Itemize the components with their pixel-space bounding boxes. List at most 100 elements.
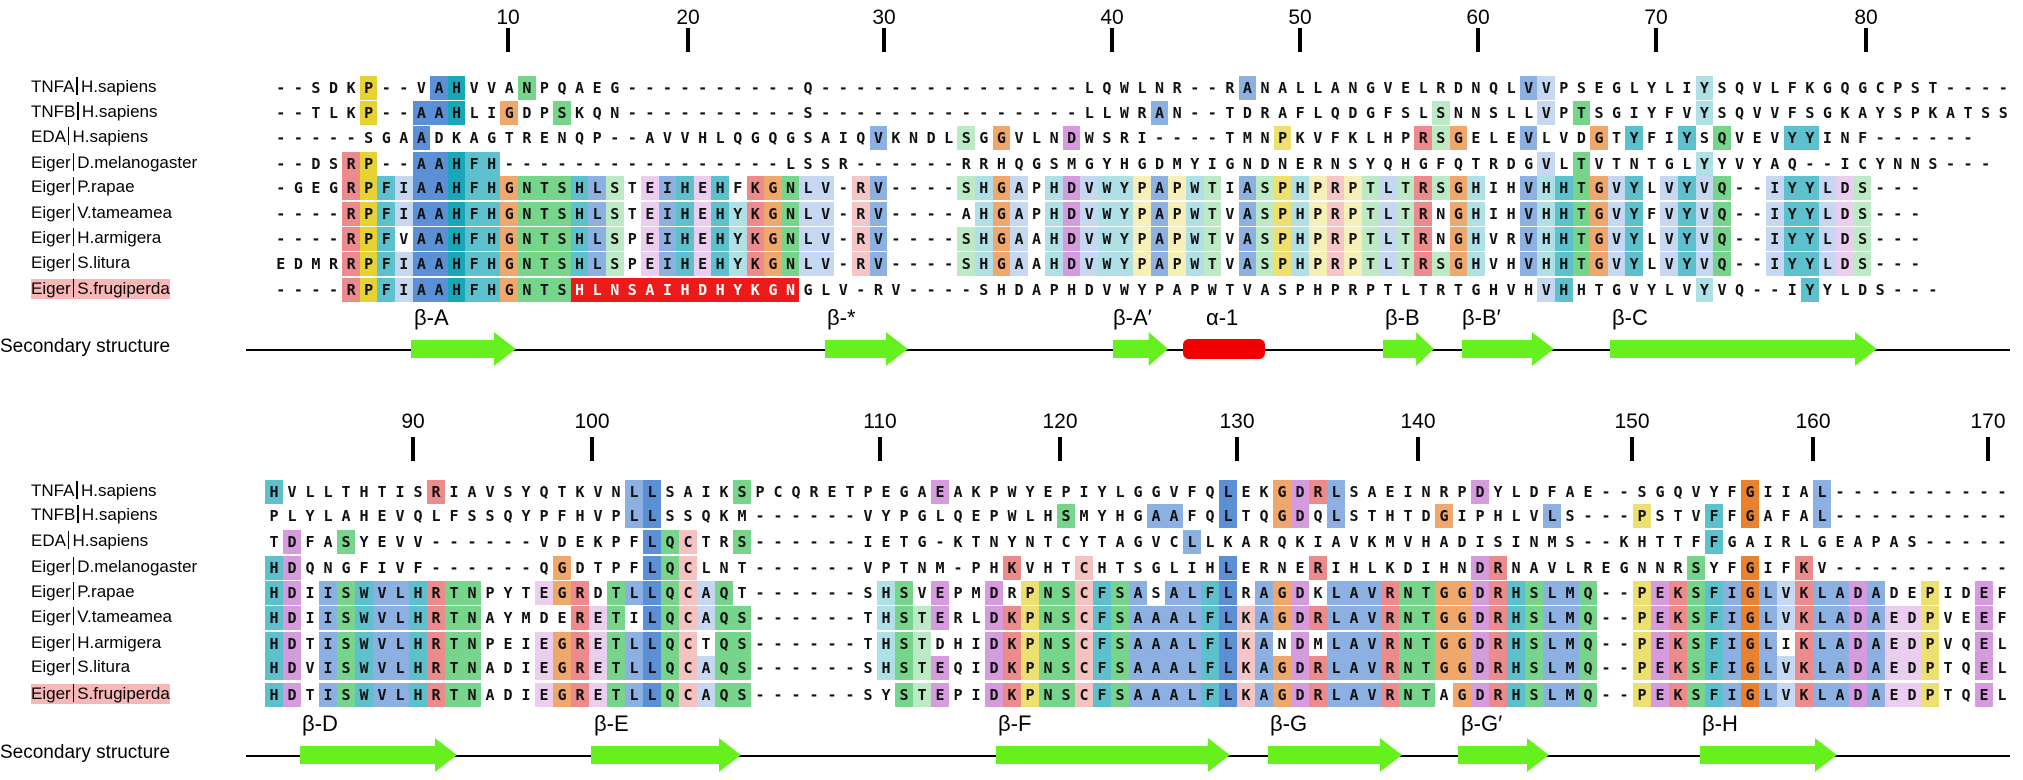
residue: R bbox=[427, 656, 445, 680]
residue: V bbox=[1660, 202, 1679, 226]
residue: F bbox=[1187, 507, 1197, 525]
residue: L bbox=[588, 227, 606, 251]
residue: Q bbox=[539, 559, 549, 577]
residue: A bbox=[1147, 606, 1165, 630]
residue: S bbox=[1488, 104, 1499, 122]
gene-name: Eiger bbox=[31, 253, 71, 272]
residue: I bbox=[319, 581, 337, 605]
residue: - bbox=[1172, 129, 1182, 147]
residue: Y bbox=[359, 533, 369, 551]
residue: Y bbox=[1783, 176, 1802, 200]
residue: Q bbox=[1961, 635, 1971, 653]
residue: K bbox=[1669, 606, 1687, 630]
residue: - bbox=[1014, 104, 1024, 122]
residue: E bbox=[641, 176, 659, 200]
residue: T bbox=[701, 635, 711, 653]
residue: L bbox=[1759, 581, 1777, 605]
residue: N bbox=[781, 227, 800, 251]
residue: Y bbox=[728, 202, 747, 226]
residue: - bbox=[1155, 129, 1165, 147]
residue: - bbox=[944, 230, 954, 248]
residue: - bbox=[979, 79, 989, 97]
residue: A bbox=[412, 227, 431, 251]
residue: D bbox=[1291, 581, 1309, 605]
residue: A bbox=[1945, 104, 1955, 122]
residue: Q bbox=[592, 104, 602, 122]
residue: D bbox=[557, 533, 567, 551]
residue: E bbox=[575, 533, 585, 551]
residue: A bbox=[1115, 533, 1125, 551]
residue: N bbox=[1242, 155, 1252, 173]
residue: A bbox=[641, 278, 659, 302]
residue: R bbox=[427, 632, 445, 656]
residue: A bbox=[485, 686, 495, 704]
residue: S bbox=[1525, 606, 1543, 630]
residue: E bbox=[931, 656, 949, 680]
residue: I bbox=[1421, 559, 1431, 577]
residue: - bbox=[1875, 205, 1885, 223]
strand-label: β-G bbox=[1270, 711, 1308, 736]
residue: D bbox=[1062, 202, 1081, 226]
residue: V bbox=[1752, 79, 1762, 97]
residue: G bbox=[1273, 480, 1291, 504]
residue: I bbox=[305, 609, 315, 627]
residue: H bbox=[570, 252, 589, 276]
residue: T bbox=[1361, 176, 1380, 200]
residue: S bbox=[553, 101, 571, 125]
residue: S bbox=[1907, 533, 1917, 551]
residue: A bbox=[1150, 252, 1169, 276]
residue: L bbox=[1219, 632, 1237, 656]
residue: S bbox=[733, 656, 751, 680]
residue: C bbox=[1061, 533, 1071, 551]
residue: D bbox=[1062, 176, 1081, 200]
residue: C bbox=[679, 606, 697, 630]
residue: - bbox=[1945, 79, 1955, 97]
residue: I bbox=[319, 656, 337, 680]
residue: R bbox=[1414, 252, 1432, 276]
residue: - bbox=[431, 533, 441, 551]
residue: L bbox=[391, 683, 409, 707]
residue: A bbox=[1129, 683, 1147, 707]
residue: - bbox=[627, 79, 637, 97]
residue: L bbox=[287, 507, 297, 525]
residue: P bbox=[1871, 533, 1881, 551]
residue: - bbox=[504, 155, 514, 173]
organism-name: H.sapiens bbox=[72, 127, 149, 146]
residue: E bbox=[931, 606, 949, 630]
residue: V bbox=[1151, 533, 1161, 551]
residue: H bbox=[1537, 202, 1556, 226]
residue: E bbox=[881, 533, 891, 551]
organism-name: S.frugiperda bbox=[77, 684, 170, 703]
residue: Y bbox=[1801, 227, 1819, 251]
residue: D bbox=[1403, 559, 1413, 577]
residue: T bbox=[1471, 155, 1481, 173]
residue: P bbox=[1308, 176, 1327, 200]
residue: V bbox=[399, 230, 409, 248]
residue: G bbox=[1727, 533, 1737, 551]
residue: N bbox=[1421, 483, 1431, 501]
residue: R bbox=[427, 606, 445, 630]
residue: - bbox=[1943, 507, 1953, 525]
residue: R bbox=[1781, 533, 1791, 551]
residue: I bbox=[1723, 581, 1741, 605]
residue: K bbox=[575, 104, 585, 122]
residue: M bbox=[1067, 155, 1077, 173]
separator-bar bbox=[72, 177, 75, 195]
residue: Q bbox=[1383, 155, 1393, 173]
residue: - bbox=[1067, 79, 1077, 97]
residue: - bbox=[891, 104, 901, 122]
residue: - bbox=[1979, 559, 1989, 577]
residue: R bbox=[1673, 559, 1683, 577]
residue: N bbox=[518, 278, 536, 302]
residue: D bbox=[1291, 480, 1309, 504]
residue: W bbox=[1207, 281, 1217, 299]
residue: T bbox=[1572, 227, 1591, 251]
residue: - bbox=[1735, 205, 1745, 223]
residue: - bbox=[1945, 155, 1955, 173]
helix-label: α-1 bbox=[1206, 305, 1239, 330]
residue: G bbox=[500, 101, 519, 125]
residue: E bbox=[971, 507, 981, 525]
residue: - bbox=[485, 533, 495, 551]
residue: N bbox=[518, 252, 536, 276]
